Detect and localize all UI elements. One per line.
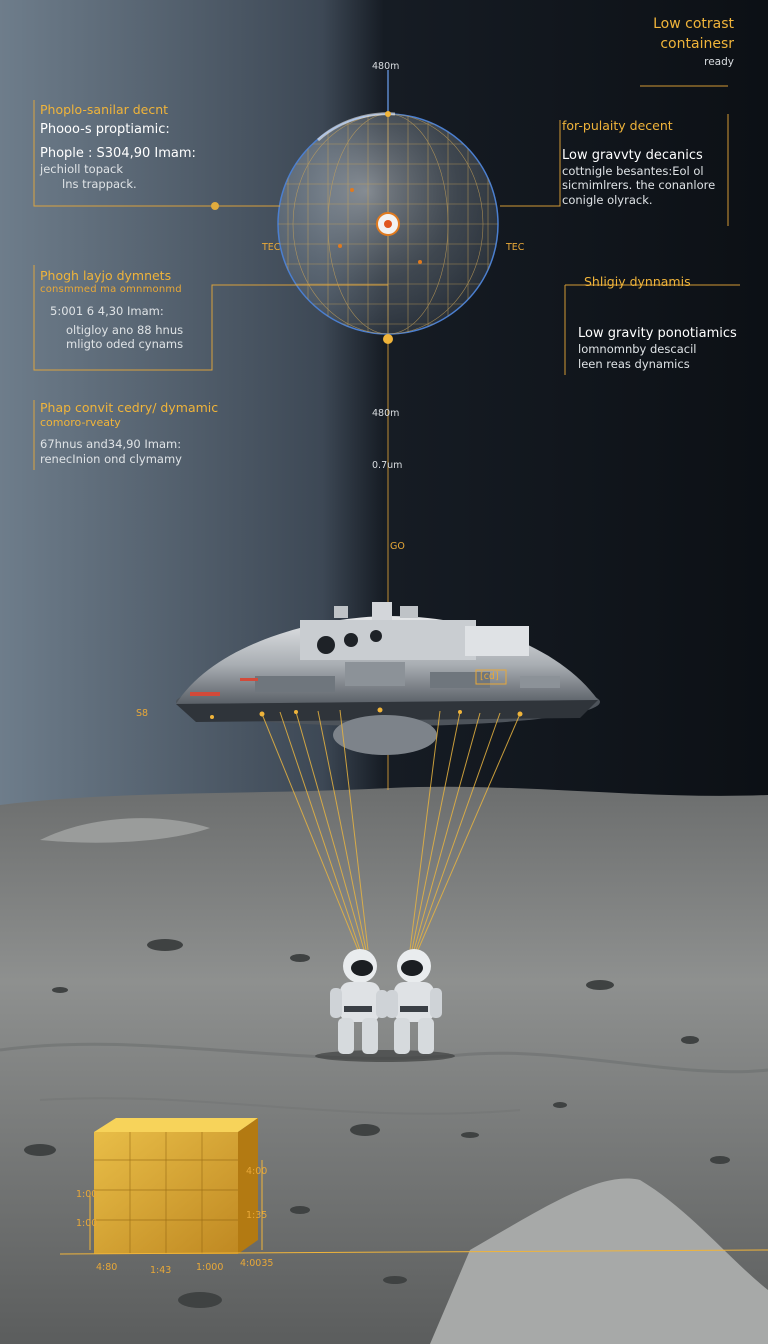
left-panel-2-line-1: 5:001 6 4,30 Imam:	[50, 304, 164, 319]
hud-title: Low cotrast containesr ready	[653, 14, 734, 70]
globe-tick-right: TEC	[506, 242, 525, 253]
ship-tag: [cd]	[480, 671, 499, 682]
tether-lines	[261, 709, 521, 951]
crate-tick-3: 1:00	[76, 1218, 98, 1229]
right-panel-2-line-2: lomnomnby descacil	[578, 342, 697, 357]
right-panel-2-body: Low gravity ponotiamics lomnomnby descac…	[578, 326, 737, 371]
callout-lines	[33, 85, 740, 470]
right-panel-1-line-2: cottnigle besantes:Eol ol	[562, 163, 704, 178]
cargo-container	[59, 1118, 768, 1255]
right-panel-2-heading: Shligiy dynnamis	[584, 274, 691, 289]
altitude-tick-low: 0.7um	[372, 460, 403, 471]
globe-tick-left: TEC	[262, 242, 281, 253]
left-panel-3: Phap convit cedry/ dymamic comoro-rveaty…	[40, 400, 218, 466]
left-panel-1-line-4: lns trappack.	[62, 176, 137, 191]
right-panel-2-line-1: Low gravity ponotiamics	[578, 326, 737, 341]
crate-tick-5: 4:80	[96, 1262, 118, 1273]
left-panel-3-subheading: comoro-rveaty	[40, 415, 121, 429]
right-panel-1-line-4: conigle olyrack.	[562, 192, 653, 207]
altitude-tick-mid: 480m	[372, 408, 400, 419]
left-panel-1: Phoplo-sanilar decnt Phooo-s proptiamic:…	[40, 102, 196, 191]
left-panel-1-line-3: jechioll topack	[40, 162, 124, 177]
left-panel-2: Phogh layjo dymnets consmmed ma omnmonmd…	[40, 268, 183, 351]
left-panel-1-line-1: Phooo-s proptiamic:	[40, 121, 170, 137]
right-panel-2: Shligiy dynnamis	[584, 274, 691, 290]
ship-left-tick: S8	[136, 708, 149, 719]
hud-status: ready	[704, 55, 734, 68]
right-panel-2-line-3: leen reas dynamics	[578, 356, 690, 371]
crate-tick-2: 4:00	[246, 1166, 268, 1177]
hud-title-line1: Low cotrast	[653, 16, 734, 32]
right-panel-1: for-pulaity decent Low gravvty decanics …	[562, 118, 715, 207]
left-panel-2-line-2: oltigloy ano 88 hnus	[66, 322, 184, 337]
left-panel-3-heading: Phap convit cedry/ dymamic	[40, 400, 219, 415]
left-panel-2-subheading: consmmed ma omnmonmd	[40, 283, 182, 295]
left-panel-1-heading: Phoplo-sanilar decnt	[40, 102, 169, 117]
right-panel-1-heading: for-pulaity decent	[562, 118, 673, 133]
astronaut	[315, 949, 455, 1062]
altitude-tick-ground: GO	[390, 541, 405, 552]
altitude-tick-top: 480m	[372, 61, 400, 72]
left-panel-2-heading: Phogh layjo dymnets	[40, 268, 172, 283]
crate-tick-7: 1:000	[196, 1262, 224, 1273]
left-panel-2-line-3: mligto oded cynams	[66, 336, 184, 351]
right-panel-1-line-1: Low gravvty decanics	[562, 147, 703, 163]
crate-tick-1: 1:00	[76, 1189, 98, 1200]
crate-tick-8: 4:0035	[240, 1258, 274, 1269]
rocks	[24, 939, 730, 1308]
left-panel-3-line-1: 67hnus and34,90 Imam:	[40, 437, 182, 452]
crate-tick-6: 1:43	[150, 1265, 172, 1276]
right-panel-1-line-3: sicmimlrers. the conanlore	[562, 178, 716, 193]
crate-tick-4: 1:35	[246, 1210, 268, 1221]
left-panel-1-line-2: Phople : S304,90 Imam:	[40, 145, 196, 161]
hud-title-line2: containesr	[660, 36, 734, 53]
left-panel-3-line-2: renecInion ond clymamy	[40, 451, 182, 466]
